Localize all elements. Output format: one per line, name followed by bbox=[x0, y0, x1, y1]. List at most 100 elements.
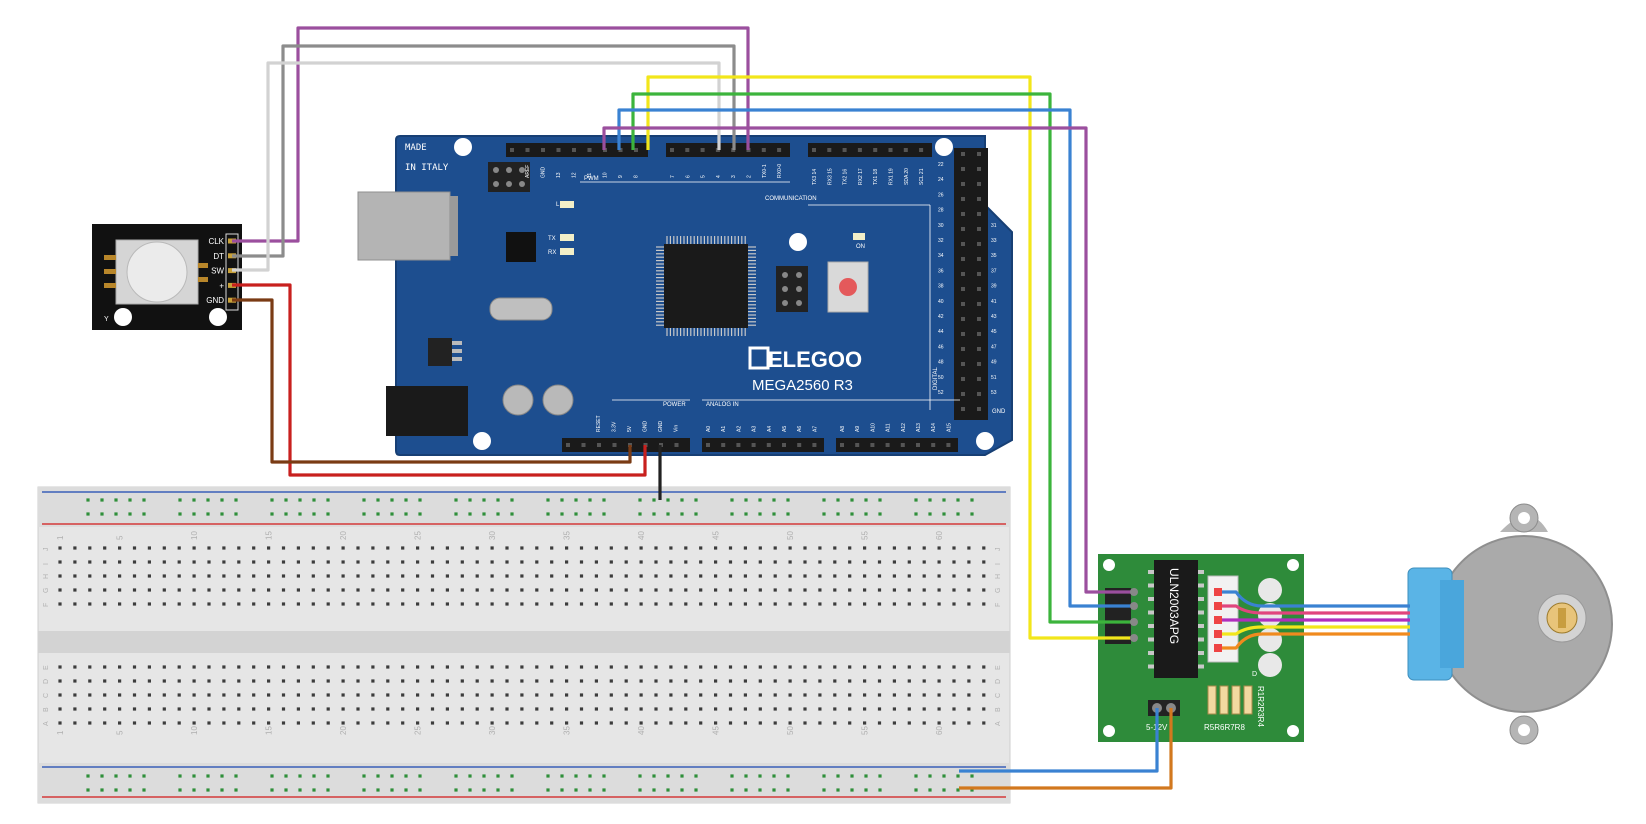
bb-rail-hole bbox=[546, 774, 550, 778]
bb-hole bbox=[132, 546, 137, 550]
bb-rail-hole bbox=[970, 788, 974, 792]
bb-hole bbox=[863, 588, 867, 592]
bb-rail-hole bbox=[326, 498, 330, 502]
bb-rail-hole bbox=[86, 498, 90, 502]
bb-hole bbox=[922, 679, 926, 683]
encoder-knob bbox=[126, 241, 188, 303]
bb-rail-hole bbox=[574, 498, 578, 502]
bb-hole bbox=[73, 707, 77, 711]
bb-hole bbox=[684, 602, 688, 606]
bb-rail-hole bbox=[588, 512, 592, 516]
bb-hole bbox=[311, 546, 315, 550]
bb-hole bbox=[684, 707, 688, 711]
bb-hole bbox=[982, 560, 986, 564]
bb-rail-hole bbox=[928, 788, 932, 792]
bb-hole bbox=[341, 560, 345, 564]
bb-hole bbox=[58, 602, 62, 606]
bb-hole bbox=[937, 721, 941, 725]
bb-hole bbox=[639, 560, 643, 564]
bb-hole bbox=[341, 588, 345, 592]
bb-hole bbox=[311, 588, 315, 592]
motor-wire-pink bbox=[1222, 604, 1410, 615]
bb-rail-hole bbox=[298, 774, 302, 778]
bb-rail-hole bbox=[178, 774, 182, 778]
bb-col-number: 1 bbox=[56, 730, 65, 735]
bb-hole bbox=[833, 574, 837, 578]
arduino-mega-board: MADE IN ITALY PWM COMMUNICATION POWER AN… bbox=[357, 135, 1013, 456]
bb-hole bbox=[490, 721, 494, 725]
bb-rail-hole bbox=[680, 788, 684, 792]
bb-hole bbox=[967, 665, 971, 669]
uln2003-driver-board: ULN2003APG R5R6R7R8 R1R2R3R4 D 5-12V bbox=[1098, 554, 1304, 742]
bb-hole bbox=[848, 588, 852, 592]
bb-hole bbox=[296, 546, 300, 550]
bb-hole bbox=[892, 546, 896, 550]
bb-rail-hole bbox=[602, 498, 606, 502]
bb-rail-hole bbox=[602, 774, 606, 778]
bb-rail-hole bbox=[822, 498, 826, 502]
bb-rail-hole bbox=[928, 498, 932, 502]
bb-hole bbox=[743, 679, 747, 683]
bb-hole bbox=[132, 602, 137, 606]
bb-rail-hole bbox=[772, 512, 776, 516]
icsp-header bbox=[488, 162, 530, 192]
gnd-label: GND bbox=[992, 409, 1006, 415]
bb-rail-hole bbox=[418, 788, 422, 792]
bb-hole bbox=[296, 665, 300, 669]
bb-hole bbox=[565, 679, 569, 683]
header-analog-2 bbox=[836, 438, 958, 452]
bb-hole bbox=[907, 721, 911, 725]
bb-hole bbox=[237, 588, 241, 592]
bb-rail-hole bbox=[376, 498, 380, 502]
bb-col-number: 1 bbox=[56, 535, 65, 540]
bb-hole bbox=[594, 560, 598, 564]
bb-hole bbox=[728, 707, 733, 711]
bb-hole bbox=[952, 588, 956, 592]
bb-hole bbox=[758, 602, 762, 606]
bb-hole bbox=[341, 707, 345, 711]
bb-col-number: 35 bbox=[563, 726, 572, 735]
pin-label: A10 bbox=[870, 423, 876, 432]
bb-hole bbox=[88, 665, 92, 669]
bb-hole bbox=[639, 693, 643, 697]
bb-hole bbox=[922, 546, 926, 550]
bb-hole bbox=[579, 574, 584, 578]
bb-hole bbox=[728, 602, 733, 606]
bb-hole bbox=[326, 588, 330, 592]
bb-col-number: 20 bbox=[339, 531, 348, 540]
bb-hole bbox=[460, 546, 464, 550]
bb-rail-hole bbox=[100, 788, 104, 792]
bb-rail-hole bbox=[376, 512, 380, 516]
bb-hole bbox=[58, 588, 62, 592]
bb-hole bbox=[490, 588, 494, 592]
pin-label: TX2 16 bbox=[843, 169, 849, 185]
pin-label: Vin bbox=[674, 425, 680, 432]
bb-hole bbox=[132, 588, 137, 592]
bb-rail-hole bbox=[694, 512, 698, 516]
bb-hole bbox=[714, 707, 718, 711]
bb-hole bbox=[877, 707, 882, 711]
bb-hole bbox=[833, 693, 837, 697]
chip-label: ULN2003APG bbox=[1167, 568, 1181, 644]
bb-row-letter: E bbox=[995, 665, 1002, 670]
bb-hole bbox=[728, 560, 733, 564]
wire-in1-yellow bbox=[646, 75, 1134, 640]
bb-hole bbox=[371, 588, 375, 592]
bb-rail-hole bbox=[404, 774, 408, 778]
bb-hole bbox=[147, 693, 151, 697]
bb-hole bbox=[743, 693, 747, 697]
bb-hole bbox=[371, 707, 375, 711]
bb-rail-hole bbox=[284, 774, 288, 778]
bb-hole bbox=[520, 679, 524, 683]
bb-hole bbox=[341, 602, 345, 606]
bb-hole bbox=[848, 602, 852, 606]
bb-hole bbox=[699, 560, 703, 564]
bb-rail-hole bbox=[510, 498, 514, 502]
bb-hole bbox=[848, 574, 852, 578]
bb-rail-hole bbox=[312, 774, 316, 778]
bb-hole bbox=[386, 679, 390, 683]
bb-rail-hole bbox=[128, 774, 132, 778]
bb-hole bbox=[624, 602, 628, 606]
pin-label: AREF bbox=[525, 165, 531, 178]
bb-hole bbox=[445, 602, 449, 606]
